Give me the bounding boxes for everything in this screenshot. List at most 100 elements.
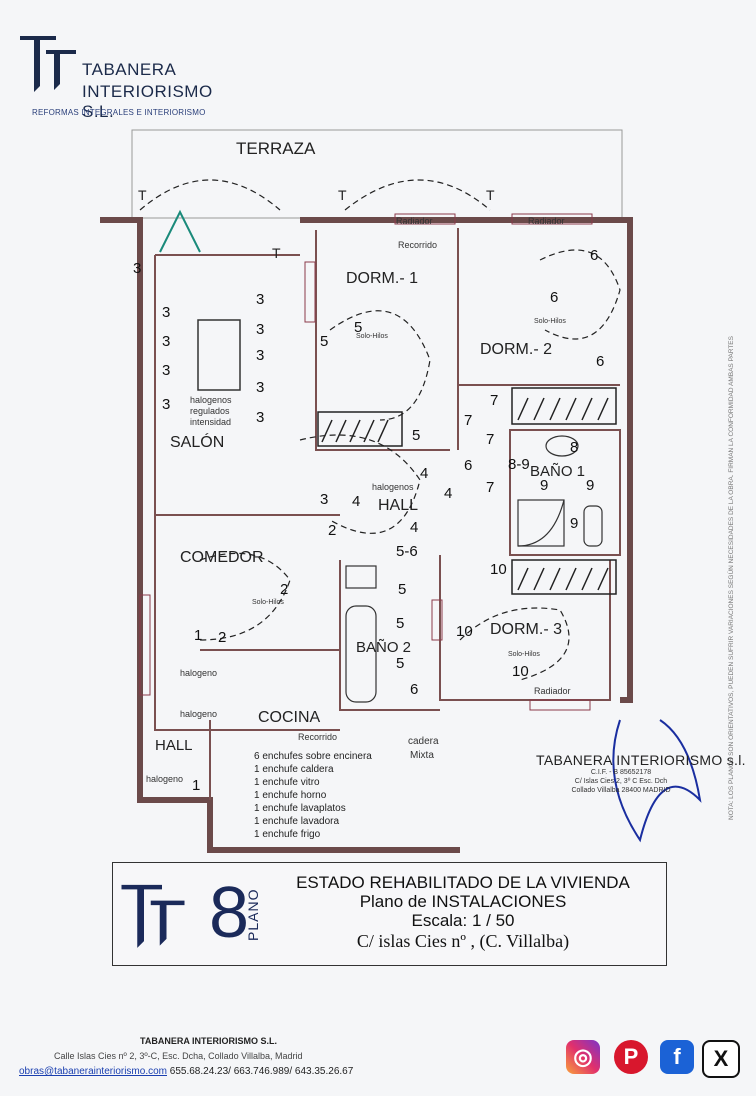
svg-text:10: 10 — [512, 663, 529, 680]
svg-text:7: 7 — [464, 412, 472, 429]
svg-text:3: 3 — [256, 347, 264, 364]
company-name-line1: TABANERA — [82, 60, 177, 79]
wardrobes — [317, 387, 617, 595]
svg-text:8-9: 8-9 — [508, 456, 530, 473]
bathroom-fixtures — [345, 435, 603, 703]
svg-text:1 enchufe lavaplatos: 1 enchufe lavaplatos — [254, 803, 346, 814]
halogeno-label-3: halogeno — [146, 774, 183, 784]
halogeno-label-1: halogeno — [180, 668, 217, 678]
floor-plan: TERRAZA — [100, 129, 702, 853]
svg-text:7: 7 — [486, 479, 494, 496]
instagram-icon[interactable]: ◎ — [566, 1040, 600, 1074]
recorrido-label-top: Recorrido — [398, 240, 437, 250]
plan-number: 8 — [209, 873, 250, 953]
svg-text:1: 1 — [192, 777, 200, 794]
svg-text:2: 2 — [280, 581, 288, 598]
svg-text:10: 10 — [490, 561, 507, 578]
title-line4: C/ islas Cies nº , (C. Villalba) — [356, 931, 570, 951]
svg-text:1: 1 — [194, 627, 202, 644]
svg-text:5: 5 — [396, 615, 404, 632]
stamp-addr1: C/ Islas Cies 2, 3º C Esc. Dch — [574, 778, 668, 785]
footer-phones: 655.68.24.23/ 663.746.989/ 643.35.26.67 — [167, 1066, 354, 1077]
room-label-dorm1: DORM.- 1 — [346, 270, 418, 287]
kitchen-notes: 6 enchufes sobre encinera 1 enchufe cald… — [254, 751, 372, 840]
terrace-door-icon — [159, 209, 201, 253]
circuit-numbers: 333 333 333 355 566 677 767 444 432 8-98… — [133, 247, 604, 794]
svg-text:3: 3 — [320, 491, 328, 508]
svg-text:3: 3 — [162, 304, 170, 321]
radiator-label-dorm1: Radiador — [396, 216, 433, 226]
footer-company: TABANERA INTERIORISMO S.L. — [140, 1036, 277, 1046]
stamp-cif: C.I.F. - B 85652178 — [590, 769, 652, 776]
company-stamp: TABANERA INTERIORISMO s.l. C.I.F. - B 85… — [536, 752, 746, 795]
svg-text:3: 3 — [256, 379, 264, 396]
svg-text:3: 3 — [162, 396, 170, 413]
signature — [612, 719, 702, 843]
pinterest-icon[interactable]: P — [614, 1040, 648, 1074]
svg-text:2: 2 — [328, 522, 336, 539]
svg-text:5: 5 — [320, 333, 328, 350]
solo-hilos-label-2: Solo-Hilos — [534, 318, 566, 325]
svg-text:4: 4 — [444, 485, 452, 502]
halogenos-label-2: regulados — [190, 406, 230, 416]
salon-table — [197, 319, 241, 391]
tv-socket-t1: T — [138, 187, 147, 203]
inner-walls — [154, 228, 621, 800]
caldera-label-2: Mixta — [410, 750, 434, 761]
room-label-dorm3: DORM.- 3 — [490, 621, 562, 638]
room-label-hall: HALL — [378, 497, 418, 514]
svg-text:3: 3 — [256, 409, 264, 426]
room-label-bano1: BAÑO 1 — [530, 463, 585, 480]
svg-text:6: 6 — [550, 289, 558, 306]
svg-text:5: 5 — [354, 319, 362, 336]
svg-text:2: 2 — [218, 629, 226, 646]
stamp-addr2: Collado Villalba 28400 MADRID — [571, 787, 671, 794]
halogenos-label-3: intensidad — [190, 417, 231, 427]
facebook-icon[interactable]: f — [660, 1040, 694, 1074]
svg-text:1 enchufe lavadora: 1 enchufe lavadora — [254, 816, 340, 827]
svg-text:7: 7 — [490, 392, 498, 409]
svg-text:4: 4 — [420, 465, 428, 482]
svg-text:6: 6 — [464, 457, 472, 474]
x-icon[interactable]: X — [702, 1040, 740, 1078]
svg-text:5: 5 — [398, 581, 406, 598]
title-block: 8 PLANO ESTADO REHABILITADO DE LA VIVIEN… — [112, 862, 667, 966]
tv-socket-t4: T — [272, 245, 281, 261]
svg-text:6: 6 — [590, 247, 598, 264]
title-line3: Escala: 1 / 50 — [411, 911, 515, 930]
svg-text:5: 5 — [396, 655, 404, 672]
footer-contact: obras@tabanerainteriorismo.com 655.68.24… — [19, 1066, 353, 1077]
svg-text:1 enchufe caldera: 1 enchufe caldera — [254, 764, 334, 775]
terraza-outline — [131, 129, 623, 219]
svg-text:8: 8 — [570, 439, 578, 456]
svg-text:1 enchufe frigo: 1 enchufe frigo — [254, 829, 321, 840]
svg-text:3: 3 — [256, 321, 264, 338]
caldera-label-1: cadera — [408, 736, 439, 747]
svg-text:10: 10 — [456, 623, 473, 640]
room-label-cocina: COCINA — [258, 709, 321, 726]
svg-text:3: 3 — [162, 362, 170, 379]
recorrido-label-kitchen: Recorrido — [298, 732, 337, 742]
title-line2: Plano de INSTALACIONES — [359, 892, 567, 911]
company-tagline: REFORMAS INTEGRALES E INTERIORISMO — [32, 108, 206, 117]
svg-text:3: 3 — [256, 291, 264, 308]
email-link[interactable]: obras@tabanerainteriorismo.com — [19, 1066, 167, 1077]
svg-text:6 enchufes sobre encinera: 6 enchufes sobre encinera — [254, 751, 372, 762]
stamp-name: TABANERA INTERIORISMO s.l. — [536, 752, 746, 768]
tf-logo-small-icon — [121, 884, 185, 948]
halogenos-hall-label: halogenos — [372, 482, 414, 492]
tf-logo-icon — [20, 36, 76, 92]
svg-text:6: 6 — [410, 681, 418, 698]
room-label-dorm2: DORM.- 2 — [480, 341, 552, 358]
company-logo: TABANERA INTERIORISMO S.L. REFORMAS INTE… — [10, 22, 212, 121]
room-label-salon: SALÓN — [170, 432, 224, 451]
radiators — [139, 213, 593, 711]
side-note: NOTA: LOS PLANOS SON ORIENTATIVOS, PUEDE… — [728, 336, 735, 820]
circuit-arcs — [139, 179, 621, 681]
outer-walls — [100, 217, 633, 853]
room-label-hall2: HALL — [155, 737, 193, 754]
svg-text:4: 4 — [352, 493, 360, 510]
svg-text:3: 3 — [162, 333, 170, 350]
svg-text:9: 9 — [586, 477, 594, 494]
svg-text:5-6: 5-6 — [396, 543, 418, 560]
